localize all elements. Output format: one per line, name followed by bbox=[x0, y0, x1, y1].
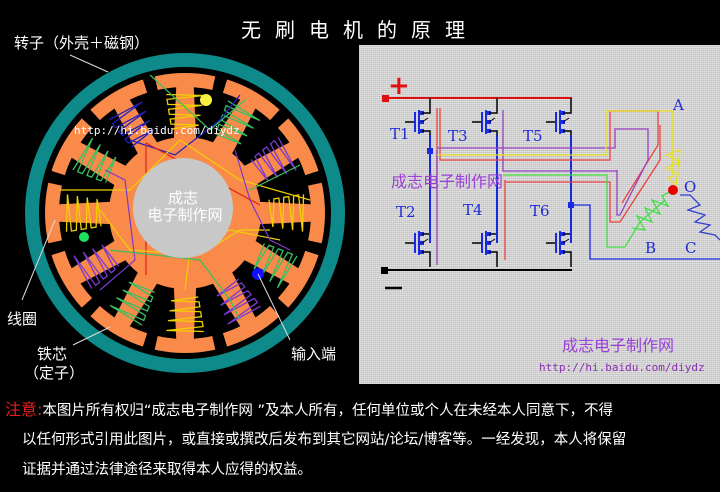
coil-winding bbox=[65, 194, 102, 232]
stator-slot bbox=[59, 221, 115, 269]
slot-notch bbox=[211, 75, 228, 95]
coil-b bbox=[631, 189, 674, 231]
mosfet-arrow bbox=[421, 238, 429, 244]
inverter-circuit: + A O B C T1 T2 T3 T4 T5 T6 成志电子制作网 成志电子… bbox=[381, 71, 720, 374]
stator-slot bbox=[129, 87, 177, 143]
stator-slot bbox=[232, 260, 290, 318]
stator-slot bbox=[232, 108, 290, 166]
green-magnet-dot bbox=[79, 232, 89, 242]
mosfet-source bbox=[422, 251, 431, 267]
phase-b-label: B bbox=[645, 239, 656, 257]
phase-c-label: C bbox=[685, 239, 696, 257]
coil-winding bbox=[109, 281, 155, 326]
mosfet-source bbox=[563, 130, 572, 146]
node-dot bbox=[427, 148, 433, 154]
slot-notch bbox=[268, 109, 289, 130]
mosfet-arrow bbox=[562, 117, 570, 123]
t6-label: T6 bbox=[530, 202, 550, 220]
circuit-panel bbox=[359, 45, 720, 384]
plus-sign: + bbox=[388, 71, 410, 101]
notice-line-1: 注意:本图片所有权归“成志电子制作网 ”及本人所有，任何单位或个人在未经本人同意… bbox=[5, 396, 613, 420]
mosfet-source bbox=[489, 251, 498, 267]
phase-o-label: O bbox=[684, 178, 696, 196]
slot-notch bbox=[47, 239, 67, 256]
coil-winding bbox=[250, 137, 297, 182]
stator-slot bbox=[193, 283, 241, 339]
motor-watermark-url: http://hi.baidu.com/diydz bbox=[74, 124, 240, 137]
notice-line-2: 以任何形式引用此图片，或直接或撰改后发布到其它网站/论坛/博客等。一经发现，本人… bbox=[22, 432, 627, 448]
stator-slot bbox=[80, 108, 138, 166]
circuit-watermark: 成志电子制作网 bbox=[391, 172, 503, 191]
mosfet-drain bbox=[563, 98, 572, 114]
core-sub-label: （定子） bbox=[24, 364, 85, 382]
current-path-red-2 bbox=[505, 125, 661, 223]
slot-notch bbox=[211, 331, 228, 351]
mosfet-source bbox=[489, 130, 498, 146]
t3-label: T3 bbox=[448, 127, 468, 145]
mosfet-source bbox=[563, 251, 572, 267]
core-label: 铁芯 bbox=[37, 345, 68, 363]
slot-notch bbox=[303, 170, 323, 187]
coil-winding bbox=[166, 93, 204, 130]
slot-notch bbox=[303, 239, 323, 256]
mosfet-arrow bbox=[488, 117, 496, 123]
input-label: 输入端 bbox=[291, 345, 337, 363]
circuit-url: http://hi.baidu.com/diydz bbox=[539, 361, 705, 374]
phase-a-label: A bbox=[672, 96, 684, 114]
t5-label: T5 bbox=[523, 127, 543, 145]
mosfet-drain bbox=[489, 219, 498, 235]
mosfet-drain bbox=[422, 98, 431, 114]
mosfet-arrow bbox=[421, 117, 429, 123]
coil-winding bbox=[253, 243, 298, 289]
mosfet-arrow bbox=[488, 238, 496, 244]
negative-terminal bbox=[381, 267, 388, 274]
mosfet-arrow bbox=[562, 238, 570, 244]
notice-text-1: 本图片所有权归“成志电子制作网 ”及本人所有，任何单位或个人在未经本人同意下，不… bbox=[42, 403, 614, 419]
slot-notch bbox=[142, 331, 159, 351]
phase-c-wire bbox=[571, 204, 720, 260]
neutral-point bbox=[668, 185, 678, 195]
motor-watermark-2: 电子制作网 bbox=[147, 206, 222, 224]
coil-a bbox=[664, 112, 682, 187]
mosfet-drain bbox=[563, 219, 572, 235]
t2-label: T2 bbox=[396, 203, 416, 221]
notice-label: 注意: bbox=[5, 400, 43, 419]
stator-slot bbox=[80, 260, 138, 318]
coil-pointer bbox=[21, 219, 56, 301]
mosfet-source bbox=[422, 130, 431, 146]
notice-line-3: 证据并通过法律途径来取得本人应得的权益。 bbox=[22, 462, 312, 478]
coil-winding bbox=[166, 296, 204, 333]
mosfet-drain bbox=[489, 98, 498, 114]
motor-watermark-1: 成志 bbox=[168, 189, 198, 207]
coil-winding bbox=[216, 278, 261, 325]
t1-label: T1 bbox=[390, 125, 410, 143]
page-title: 无刷电机的原理 bbox=[241, 18, 479, 42]
slot-notch bbox=[268, 296, 289, 317]
slot-notch bbox=[47, 170, 67, 187]
shaft bbox=[133, 158, 233, 258]
slot-notch bbox=[81, 296, 102, 317]
coil-winding bbox=[72, 137, 117, 183]
core-pointer bbox=[72, 326, 111, 346]
coil-winding bbox=[73, 244, 120, 289]
yellow-magnet-dot bbox=[200, 94, 212, 106]
slot-notch bbox=[142, 75, 159, 95]
rotor-ring bbox=[25, 53, 345, 373]
rotor-label: 转子（外壳＋磁钢） bbox=[14, 34, 150, 52]
stator-slot bbox=[255, 157, 311, 205]
circuit-watermark-bottom: 成志电子制作网 bbox=[562, 336, 674, 355]
current-path-purple bbox=[437, 128, 649, 216]
slot-notch bbox=[81, 109, 102, 130]
coil-c bbox=[680, 194, 720, 241]
current-path-green bbox=[503, 174, 666, 248]
mosfet-drain bbox=[422, 219, 431, 235]
rotor-pointer bbox=[69, 54, 109, 73]
coil-winding bbox=[268, 194, 305, 232]
current-path-purple-2 bbox=[502, 110, 617, 172]
motor-diagram: http://hi.baidu.com/diydz 成志 电子制作网 bbox=[21, 53, 345, 373]
coil-label: 线圈 bbox=[7, 310, 38, 328]
input-pointer bbox=[257, 273, 291, 341]
t4-label: T4 bbox=[463, 201, 483, 219]
